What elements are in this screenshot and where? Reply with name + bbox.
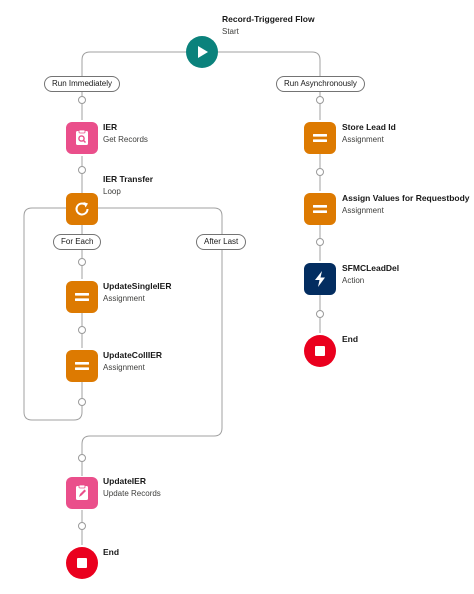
connector-dot[interactable] [316, 168, 324, 176]
connector-dot[interactable] [316, 238, 324, 246]
update-single-title: UpdateSingleIER [103, 281, 172, 291]
start-subtitle: Start [222, 27, 239, 36]
sfmc-lead-del-node[interactable] [304, 263, 336, 295]
branch-run-immediately[interactable]: Run Immediately [44, 76, 121, 92]
connector-dot[interactable] [78, 96, 86, 104]
stop-icon [315, 346, 325, 356]
end-right-node[interactable] [304, 335, 336, 367]
branch-run-asynchronously[interactable]: Run Asynchronously [276, 76, 365, 92]
action-icon [315, 271, 325, 287]
get-records-icon [76, 129, 88, 145]
ier-label: IER Get Records [103, 122, 148, 145]
end-right-label: End [342, 334, 358, 345]
store-lead-label: Store Lead Id Assignment [342, 122, 396, 145]
update-coll-title: UpdateCollIER [103, 350, 163, 360]
connector-dot[interactable] [78, 522, 86, 530]
connector-dot[interactable] [316, 310, 324, 318]
ier-node[interactable] [66, 122, 98, 154]
play-icon [198, 46, 208, 58]
connector-dot[interactable] [316, 96, 324, 104]
connector-dot[interactable] [78, 454, 86, 462]
update-single-label: UpdateSingleIER Assignment [103, 281, 171, 304]
assignment-icon [313, 205, 327, 213]
update-ier-subtitle: Update Records [103, 489, 161, 498]
ier-transfer-node[interactable] [66, 193, 98, 225]
sfmc-lead-del-label: SFMCLeadDel Action [342, 263, 399, 286]
connector-dot[interactable] [78, 166, 86, 174]
connector-dot[interactable] [78, 326, 86, 334]
stop-icon [77, 558, 87, 568]
update-single-subtitle: Assignment [103, 294, 145, 303]
start-title: Record-Triggered Flow [222, 14, 315, 24]
assignment-icon [313, 134, 327, 142]
update-single-node[interactable] [66, 281, 98, 313]
assign-values-subtitle: Assignment [342, 206, 384, 215]
ier-title: IER [103, 122, 118, 132]
update-coll-subtitle: Assignment [103, 363, 145, 372]
assign-values-label: Assign Values for Requestbody Assignment [342, 193, 470, 216]
start-node[interactable] [186, 36, 218, 68]
path-for-each[interactable]: For Each [53, 234, 102, 250]
end-right-title: End [342, 334, 359, 344]
end-left-title: End [103, 547, 120, 557]
assignment-icon [75, 293, 89, 301]
update-coll-label: UpdateCollIER Assignment [103, 350, 162, 373]
connector-dot[interactable] [78, 398, 86, 406]
sfmc-title: SFMCLeadDel [342, 263, 400, 273]
assignment-icon [75, 362, 89, 370]
update-ier-node[interactable] [66, 477, 98, 509]
ier-transfer-label: IER Transfer Loop [103, 174, 153, 197]
end-left-node[interactable] [66, 547, 98, 579]
store-lead-node[interactable] [304, 122, 336, 154]
sfmc-subtitle: Action [342, 276, 365, 285]
loop-icon [75, 202, 89, 216]
update-records-icon [76, 484, 88, 500]
store-lead-title: Store Lead Id [342, 122, 396, 132]
assign-values-node[interactable] [304, 193, 336, 225]
ier-subtitle: Get Records [103, 135, 148, 144]
assign-values-title: Assign Values for Requestbody [342, 193, 470, 203]
store-lead-subtitle: Assignment [342, 135, 384, 144]
path-after-last[interactable]: After Last [196, 234, 247, 250]
update-coll-node[interactable] [66, 350, 98, 382]
update-ier-title: UpdateIER [103, 476, 146, 486]
ier-transfer-title: IER Transfer [103, 174, 154, 184]
connector-dot[interactable] [78, 258, 86, 266]
start-label: Record-Triggered Flow Start [222, 14, 315, 37]
end-left-label: End [103, 547, 119, 558]
update-ier-label: UpdateIER Update Records [103, 476, 161, 499]
ier-transfer-subtitle: Loop [103, 187, 121, 196]
